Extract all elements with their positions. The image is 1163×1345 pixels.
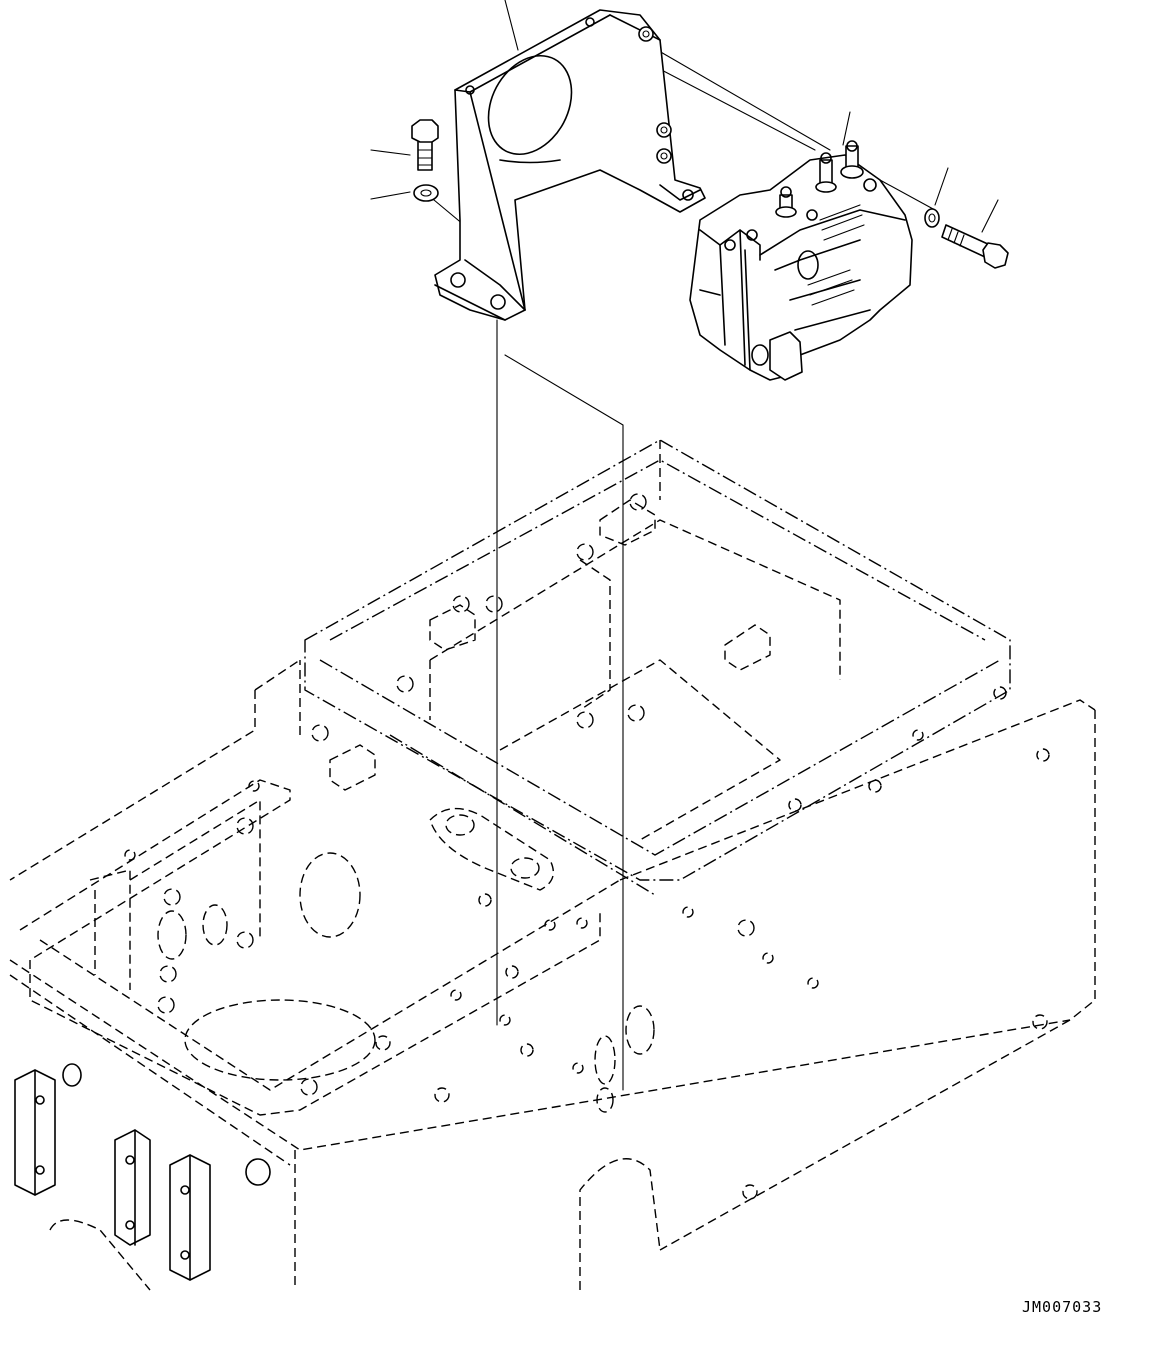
control-valve-unit xyxy=(690,141,912,380)
bolt-and-washer-left xyxy=(412,120,438,201)
phantom-frame-housing xyxy=(10,440,1095,1290)
mounting-bracket xyxy=(435,10,705,320)
bolt-and-washer-right xyxy=(925,209,1008,268)
alignment-lines xyxy=(371,0,998,1090)
drawing-code-label: JM007033 xyxy=(1022,1298,1103,1316)
